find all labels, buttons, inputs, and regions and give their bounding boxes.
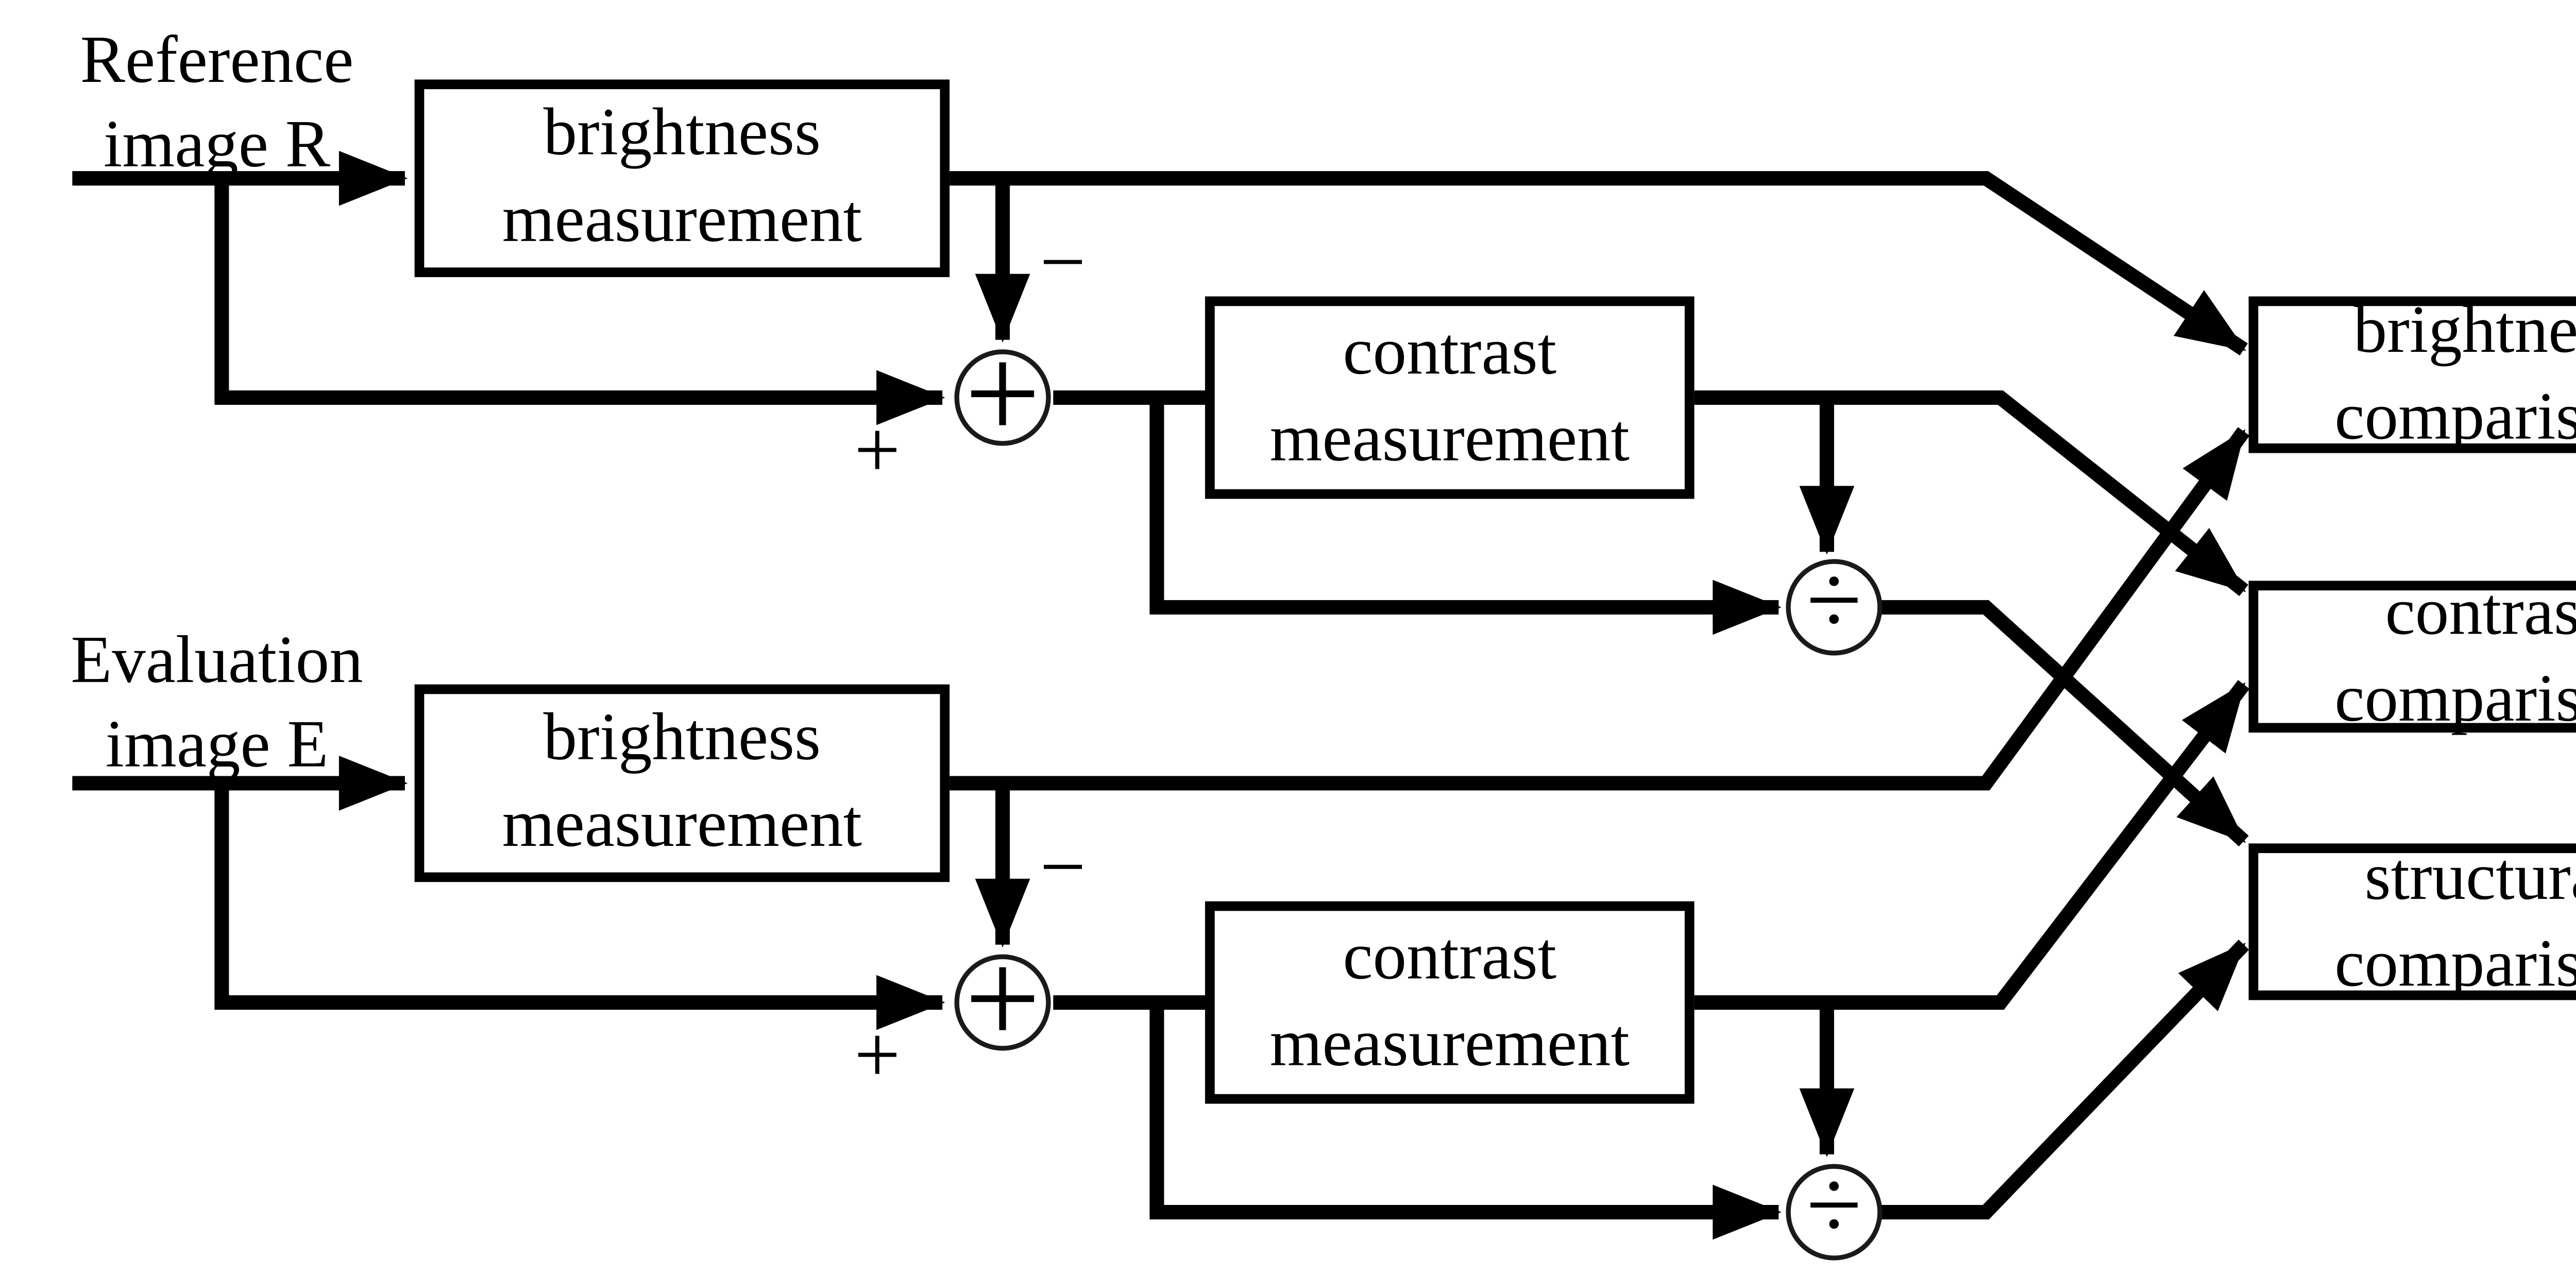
wire-adder-bottom-branch-to-divider	[1149, 1002, 1782, 1240]
adder-bottom-node: +	[954, 931, 1051, 1066]
wire-contrast-top-to-contrast-comparison	[1682, 390, 2248, 597]
brightness-measurement-bottom-box: brightness measurement	[414, 684, 950, 882]
wire-reference-branch-to-adder	[214, 178, 945, 426]
structural-comparison-box: structural comparison	[2248, 841, 2576, 1001]
plus-sign-bottom: +	[854, 1012, 901, 1101]
evaluation-image-label: Evaluation image E	[71, 624, 363, 784]
reference-image-label: Reference image R	[80, 24, 354, 183]
brightness-measurement-top-box: brightness measurement	[414, 79, 950, 277]
divider-bottom-node: ÷	[1786, 1155, 1883, 1261]
plus-sign-top: +	[854, 407, 901, 497]
contrast-measurement-top-box: contrast measurement	[1205, 296, 1694, 499]
wire-divider-top-to-structural-comparison	[1877, 600, 2249, 847]
contrast-measurement-bottom-box: contrast measurement	[1205, 901, 1694, 1104]
minus-sign-bottom: −	[1040, 824, 1086, 913]
adder-top-node: +	[954, 327, 1051, 462]
divider-top-node: ÷	[1786, 551, 1883, 656]
wire-evaluation-branch-to-adder	[214, 783, 945, 1030]
wire-brightness-top-to-brightness-comparison	[940, 171, 2248, 356]
wire-divider-bottom-to-structural-comparison	[1877, 940, 2249, 1220]
minus-sign-top: −	[1040, 219, 1086, 309]
contrast-comparison-box: contrast comparison	[2248, 576, 2576, 736]
wire-contrast-bottom-to-contrast-comparison	[1682, 680, 2250, 1010]
wire-brightness-bottom-to-brightness-comparison	[940, 427, 2250, 791]
wire-adder-top-branch-to-divider	[1149, 397, 1782, 635]
brightness-comparison-box: brightness comparison	[2248, 294, 2576, 454]
